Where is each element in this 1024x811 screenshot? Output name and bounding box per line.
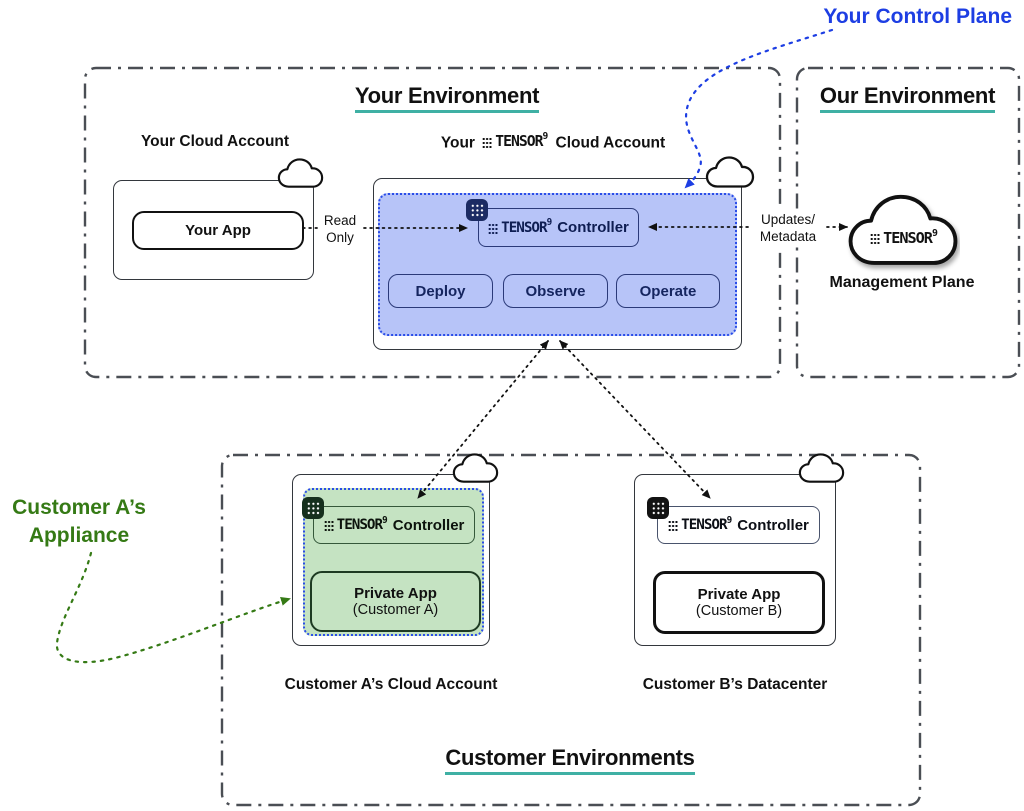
- control-plane-callout: Your Control Plane: [823, 5, 1012, 28]
- tensor9-dots-icon: [323, 519, 334, 531]
- deploy-button: Deploy: [388, 274, 493, 308]
- your-environment-title: Your Environment: [297, 83, 597, 113]
- tensor9-dots-icon: [482, 135, 493, 148]
- operate-button: Operate: [616, 274, 720, 308]
- customer-environments-title: Customer Environments: [420, 745, 720, 775]
- appliance-callout: Customer A’s Appliance: [12, 496, 146, 548]
- updates-metadata-note: Updates/ Metadata: [751, 210, 825, 247]
- tensor9-badge-icon: [302, 497, 324, 519]
- cloud-icon: [705, 156, 755, 188]
- observe-button: Observe: [503, 274, 608, 308]
- appliance-callout-curve: [55, 551, 291, 664]
- tensor9-dots-icon: [668, 519, 679, 531]
- your-app-box: Your App: [132, 211, 304, 250]
- tensor9-badge-icon: [647, 497, 669, 519]
- tensor9-dots-icon: [488, 221, 499, 234]
- your-cloud-account-label: Your Cloud Account: [140, 133, 290, 150]
- customer-b-account-label: Customer B’s Datacenter: [642, 676, 828, 693]
- customer-a-private-app-box: Private App (Customer A): [310, 571, 481, 632]
- tensor9-dots-icon: [870, 232, 881, 244]
- cloud-icon: [277, 158, 324, 188]
- customer-a-account-label: Customer A’s Cloud Account: [284, 676, 498, 693]
- cloud-icon: [798, 453, 845, 483]
- customer-b-private-app-box: Private App (Customer B): [653, 571, 825, 634]
- read-only-note: Read Only: [319, 212, 361, 247]
- management-plane-label: Management Plane: [829, 274, 975, 291]
- our-environment-title: Our Environment: [805, 83, 1010, 113]
- cloud-icon: [452, 453, 499, 483]
- tensor9-badge-icon: [466, 199, 488, 221]
